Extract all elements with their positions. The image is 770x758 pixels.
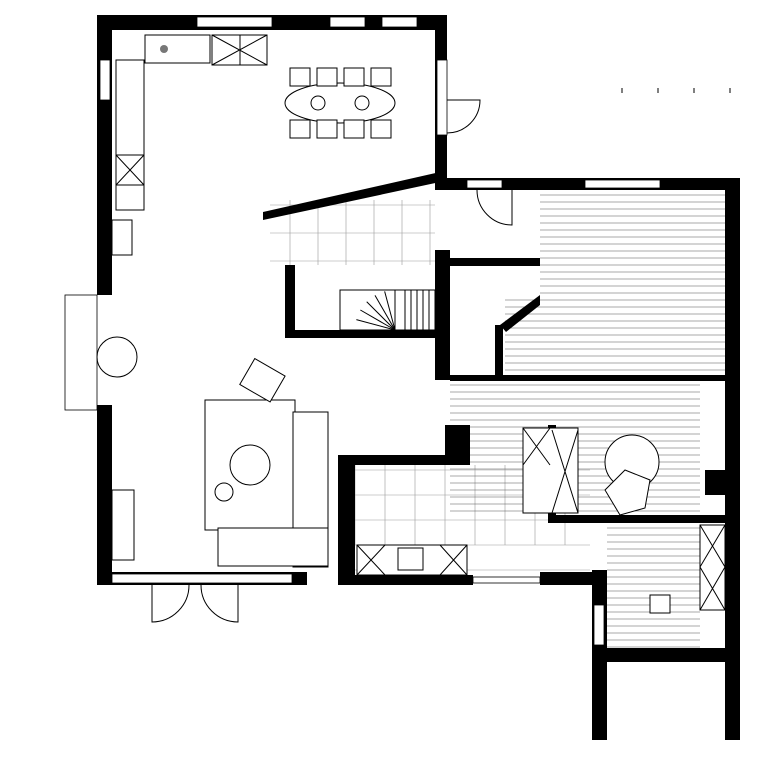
dimension-ticks (621, 88, 731, 93)
chair (343, 119, 365, 139)
kitchen (111, 34, 268, 256)
stair-step (366, 301, 396, 331)
chair (343, 67, 365, 87)
living-area (96, 336, 329, 568)
bathroom (356, 544, 468, 576)
sink-icon (160, 45, 168, 53)
staircase (339, 289, 436, 331)
chair (316, 119, 338, 139)
wood-floor-areas (450, 194, 725, 648)
tile-grid-hall (270, 200, 435, 265)
chair (370, 67, 392, 87)
bedroom (522, 427, 726, 614)
stair-step (384, 291, 396, 331)
chair (289, 67, 311, 87)
chair (316, 67, 338, 87)
chair (289, 119, 311, 139)
chair (370, 119, 392, 139)
dining-table (284, 67, 396, 139)
doors (151, 99, 513, 623)
stair-step (356, 319, 396, 331)
stair-step (360, 309, 396, 331)
stair-step (374, 295, 396, 331)
